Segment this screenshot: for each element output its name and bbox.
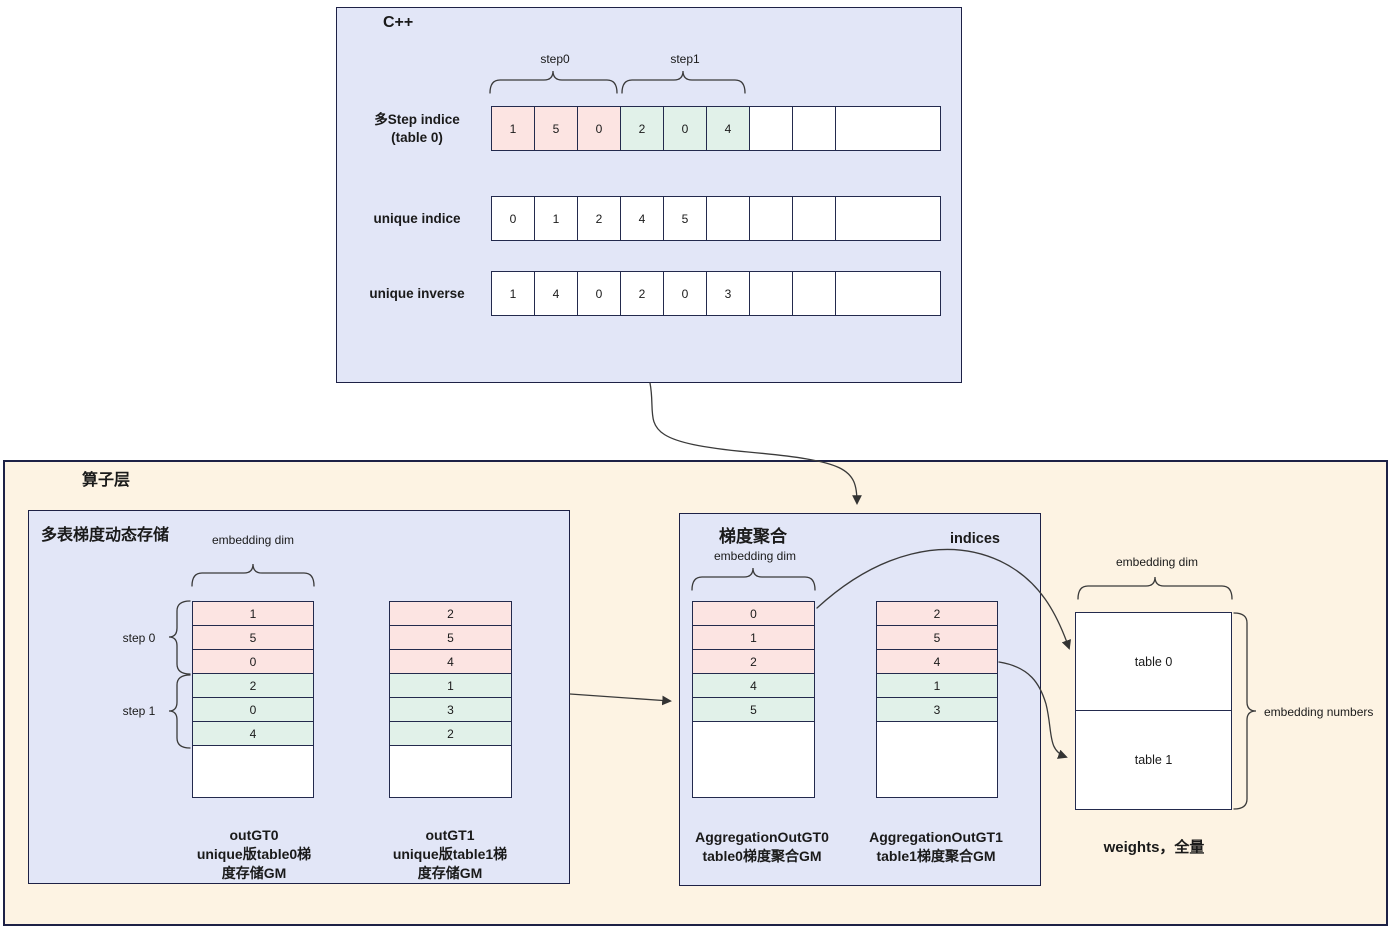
aggregation-stack-1-caption: AggregationOutGT1 table1梯度聚合GM: [869, 829, 1003, 864]
cell: 1: [535, 197, 578, 240]
cell: [836, 197, 940, 240]
stack-row: 1: [193, 602, 313, 626]
stack-row: 2: [877, 602, 997, 626]
stack-row: 4: [390, 650, 511, 674]
cell: 1: [492, 107, 535, 150]
cell: [750, 197, 793, 240]
storage-step1-label: step 1: [122, 704, 156, 718]
aggregation-stack-1: 2 5 4 1 3: [876, 601, 998, 798]
cell: 4: [535, 272, 578, 315]
stack-row: 2: [193, 674, 313, 698]
multi-step-indice-row: 1 5 0 2 0 4: [491, 106, 941, 151]
cell: 0: [492, 197, 535, 240]
aggregation-panel-title: 梯度聚合: [719, 527, 787, 546]
cell: 2: [621, 272, 664, 315]
cell: [750, 107, 793, 150]
stack-row: 2: [693, 650, 814, 674]
step0-label: step0: [540, 52, 570, 66]
cpp-panel-title: C++: [383, 14, 414, 31]
stack-row: 2: [390, 602, 511, 626]
cell: [793, 107, 836, 150]
step1-label: step1: [670, 52, 700, 66]
storage-stack-1-caption: outGT1 unique版table1梯 度存储GM: [392, 827, 508, 881]
cell: 5: [664, 197, 707, 240]
weights-caption: weights，全量: [1103, 839, 1205, 856]
stack-row: 0: [193, 698, 313, 722]
table1-label: table 1: [1134, 753, 1173, 767]
unique-indice-row: 0 1 2 4 5: [491, 196, 941, 241]
cell: [836, 272, 940, 315]
stack-row: 4: [693, 674, 814, 698]
cell: 0: [664, 272, 707, 315]
indices-label: indices: [950, 531, 1000, 547]
stack-row: 3: [877, 698, 997, 722]
cell: 3: [707, 272, 750, 315]
table1-region: table 1: [1076, 711, 1231, 809]
stack-row: 5: [693, 698, 814, 722]
stack-row: 1: [390, 674, 511, 698]
stack-row: 5: [877, 626, 997, 650]
weights-embedding-dim-label: embedding dim: [1115, 555, 1199, 569]
stack-row: 3: [390, 698, 511, 722]
storage-stack-0-caption: outGT0 unique版table0梯 度存储GM: [196, 827, 312, 881]
multi-step-indice-label: 多Step indice (table 0): [374, 111, 460, 145]
storage-step0-label: step 0: [122, 631, 156, 645]
operator-layer-title: 算子层: [82, 472, 131, 489]
unique-inverse-row: 1 4 0 2 0 3: [491, 271, 941, 316]
stack-row: 0: [693, 602, 814, 626]
aggregation-stack-0-caption: AggregationOutGT0 table0梯度聚合GM: [695, 829, 829, 864]
stack-empty-area: [390, 746, 511, 797]
weights-table: table 0 table 1: [1075, 612, 1232, 810]
aggregation-stack-0: 0 1 2 4 5: [692, 601, 815, 798]
stack-empty-area: [193, 746, 313, 797]
cell: [793, 272, 836, 315]
storage-embedding-dim-label: embedding dim: [211, 533, 295, 547]
cell: 4: [621, 197, 664, 240]
cell: 2: [621, 107, 664, 150]
embedding-numbers-label: embedding numbers: [1264, 705, 1374, 719]
stack-row: 4: [193, 722, 313, 746]
cpp-panel: C++ 多Step indice (table 0) unique indice…: [336, 7, 962, 383]
stack-row: 2: [390, 722, 511, 746]
stack-row: 5: [193, 626, 313, 650]
storage-panel-title: 多表梯度动态存储: [41, 527, 170, 544]
storage-stack-0: 1 5 0 2 0 4: [192, 601, 314, 798]
cell: 2: [578, 197, 621, 240]
stack-empty-area: [693, 722, 814, 797]
cell: [707, 197, 750, 240]
cell: 5: [535, 107, 578, 150]
cell: 1: [492, 272, 535, 315]
unique-inverse-label: unique inverse: [369, 285, 465, 301]
stack-row: 4: [877, 650, 997, 674]
cell: 4: [707, 107, 750, 150]
cell: [750, 272, 793, 315]
stack-row: 1: [693, 626, 814, 650]
cell: 0: [578, 272, 621, 315]
cell: 0: [578, 107, 621, 150]
stack-row: 1: [877, 674, 997, 698]
cell: 0: [664, 107, 707, 150]
table0-region: table 0: [1076, 613, 1231, 711]
cell: [793, 197, 836, 240]
storage-stack-1: 2 5 4 1 3 2: [389, 601, 512, 798]
unique-indice-label: unique indice: [373, 210, 461, 226]
stack-row: 5: [390, 626, 511, 650]
aggregation-embedding-dim-label: embedding dim: [713, 549, 797, 563]
cell: [836, 107, 940, 150]
table0-label: table 0: [1134, 654, 1173, 669]
stack-empty-area: [877, 722, 997, 797]
stack-row: 0: [193, 650, 313, 674]
